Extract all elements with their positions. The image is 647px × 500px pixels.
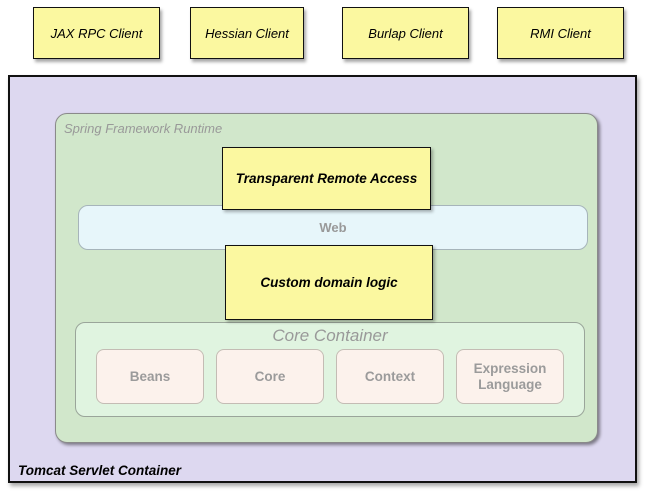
beans-module-box: Beans (96, 349, 204, 404)
jax-rpc-client-label: JAX RPC Client (50, 25, 143, 41)
rmi-client-box: RMI Client (497, 7, 624, 59)
beans-module-label: Beans (129, 368, 171, 384)
transparent-remote-access-box: Transparent Remote Access (222, 147, 431, 210)
jax-rpc-client-box: JAX RPC Client (33, 7, 160, 59)
expression-language-module-box: Expression Language (456, 349, 564, 404)
core-container-label: Core Container (272, 326, 388, 345)
hessian-client-label: Hessian Client (205, 25, 289, 41)
tomcat-servlet-container-label: Tomcat Servlet Container (18, 463, 182, 478)
web-layer-label: Web (319, 220, 347, 235)
core-module-label: Core (254, 368, 286, 384)
spring-framework-runtime-label: Spring Framework Runtime (64, 121, 223, 136)
rmi-client-label: RMI Client (530, 25, 591, 41)
transparent-remote-access-label: Transparent Remote Access (235, 171, 418, 186)
core-modules-row: Beans Core Context Expression Language (76, 349, 584, 404)
hessian-client-box: Hessian Client (190, 7, 304, 59)
core-container-box: Core Container Beans Core Context Expres… (75, 322, 585, 417)
expression-language-module-label: Expression Language (473, 360, 547, 392)
context-module-box: Context (336, 349, 444, 404)
context-module-label: Context (364, 368, 416, 384)
custom-domain-logic-label: Custom domain logic (260, 275, 398, 290)
core-module-box: Core (216, 349, 324, 404)
burlap-client-box: Burlap Client (342, 7, 469, 59)
web-layer-box: Web (78, 205, 588, 250)
custom-domain-logic-box: Custom domain logic (225, 245, 433, 320)
burlap-client-label: Burlap Client (368, 25, 443, 41)
